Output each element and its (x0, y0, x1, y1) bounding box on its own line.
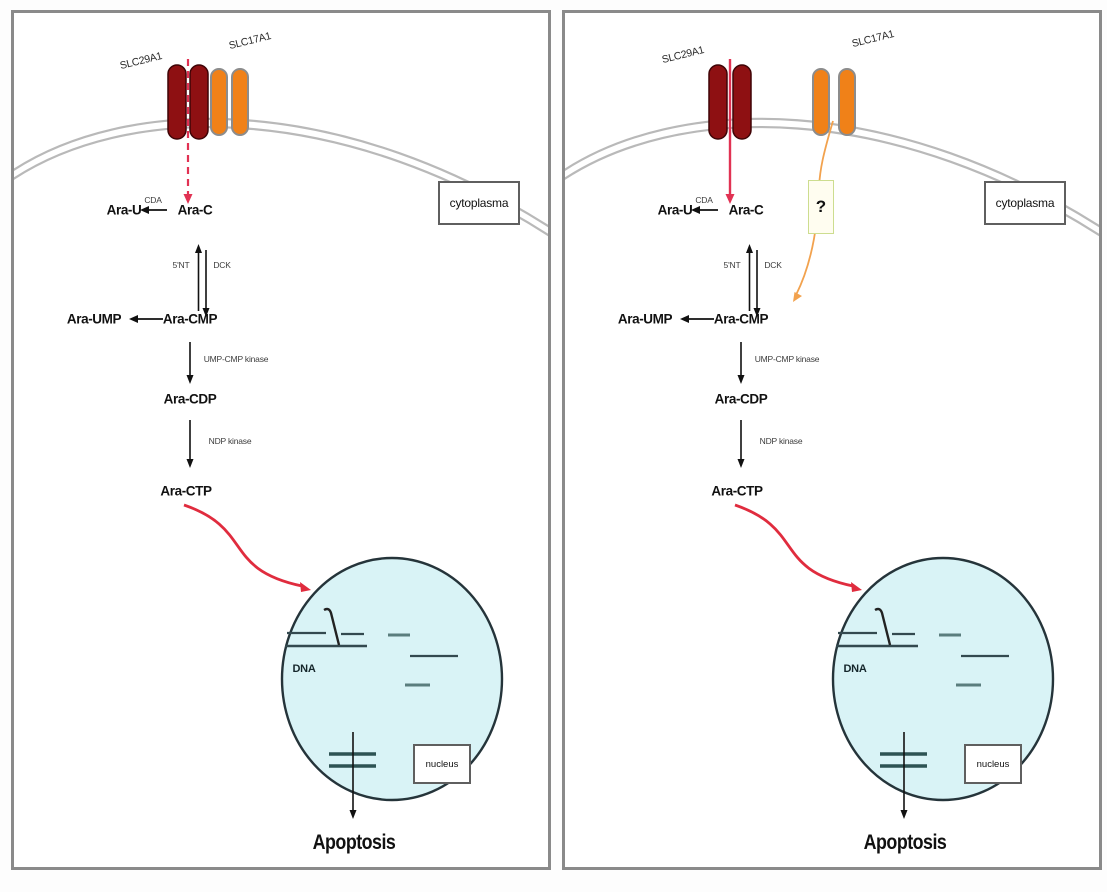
incorporated-nucleotide-mark (323, 607, 341, 646)
nucleus-circle (280, 556, 504, 802)
cda-enzyme-label: CDA (144, 195, 162, 205)
cda-enzyme-label: CDA (695, 195, 713, 205)
ara-u-label: Ara-U (106, 202, 142, 218)
unknown-question-box: ? (808, 180, 834, 234)
ndp-kinase-label: NDP kinase (759, 436, 803, 446)
ara-cdp-label: Ara-CDP (163, 391, 217, 407)
aracmp-to-araump-arrowhead (129, 315, 138, 323)
pathway-drawing-left (14, 59, 548, 819)
ndp-kinase-label: NDP kinase (208, 436, 252, 446)
slc17a1-transporter-left-half (812, 68, 830, 136)
unknown-transport-route-arrowhead (793, 292, 802, 302)
ara-c-uptake-arrowhead (183, 194, 193, 204)
arac-to-arau-arrowhead (691, 206, 700, 214)
ump-cmp-kinase-label: UMP-CMP kinase (754, 354, 820, 364)
ara-cdp-label: Ara-CDP (714, 391, 768, 407)
dck-enzyme-label: DCK (213, 260, 231, 270)
pathway-panel-left: SLC29A1 SLC17A1 cytoplasma Ara-U CDA Ara… (11, 10, 551, 870)
arac-to-aracmp-arrowhead (202, 308, 210, 317)
pathway-panel-right: SLC29A1 SLC17A1 cytoplasma ? Ara-U CDA A… (562, 10, 1102, 870)
aractp-to-nucleus-arrowhead (300, 582, 311, 592)
ara-c-label: Ara-C (728, 202, 764, 218)
ara-ctp-label: Ara-CTP (711, 483, 763, 499)
ara-ctp-label: Ara-CTP (160, 483, 212, 499)
aracmp-to-araump-arrowhead (680, 315, 689, 323)
ara-cmp-label: Ara-CMP (713, 311, 769, 327)
aracdp-to-aractp-arrowhead (737, 459, 745, 468)
dna-label: DNA (292, 663, 316, 675)
aracmp-to-arac-arrowhead (746, 244, 753, 253)
slc17a1-transporter-right-half (838, 68, 856, 136)
ara-c-label: Ara-C (177, 202, 213, 218)
nucleus-tag: nucleus (413, 744, 471, 784)
aracmp-to-arac-arrowhead (195, 244, 202, 253)
cytoplasm-tag: cytoplasma (984, 181, 1066, 225)
aractp-to-nucleus-red-arrow (734, 503, 854, 588)
apoptosis-label: Apoptosis (863, 831, 947, 854)
aracdp-to-aractp-arrowhead (186, 459, 194, 468)
dck-enzyme-label: DCK (764, 260, 782, 270)
slc29a1-transporter-left-half (167, 64, 187, 140)
ump-cmp-kinase-label: UMP-CMP kinase (203, 354, 269, 364)
apoptosis-arrowhead (900, 810, 908, 819)
aracmp-to-aracdp-arrowhead (186, 375, 194, 384)
nucleus-circle (831, 556, 1055, 802)
apoptosis-label: Apoptosis (312, 831, 396, 854)
cytoplasm-tag: cytoplasma (438, 181, 520, 225)
arac-to-aracmp-arrowhead (753, 308, 761, 317)
aractp-to-nucleus-arrowhead (851, 582, 862, 592)
slc17a1-transporter-left-half (210, 68, 228, 136)
ara-ump-label: Ara-UMP (617, 311, 673, 327)
ara-cmp-label: Ara-CMP (162, 311, 218, 327)
aracmp-to-aracdp-arrowhead (737, 375, 745, 384)
dna-label: DNA (843, 663, 867, 675)
aractp-to-nucleus-red-arrow (183, 503, 303, 588)
slc29a1-transporter-left-half (708, 64, 728, 140)
ara-c-uptake-arrowhead (725, 194, 735, 204)
pathway-drawing-right (565, 59, 1099, 819)
arac-to-arau-arrowhead (140, 206, 149, 214)
5nt-enzyme-label: 5'NT (172, 260, 190, 270)
ara-u-label: Ara-U (657, 202, 693, 218)
incorporated-nucleotide-mark (874, 607, 892, 646)
5nt-enzyme-label: 5'NT (723, 260, 741, 270)
slc29a1-transporter-right-half (189, 64, 209, 140)
nucleus-tag: nucleus (964, 744, 1022, 784)
slc29a1-transporter-right-half (732, 64, 752, 140)
slc17a1-transporter-right-half (231, 68, 249, 136)
apoptosis-arrowhead (349, 810, 357, 819)
ara-ump-label: Ara-UMP (66, 311, 122, 327)
